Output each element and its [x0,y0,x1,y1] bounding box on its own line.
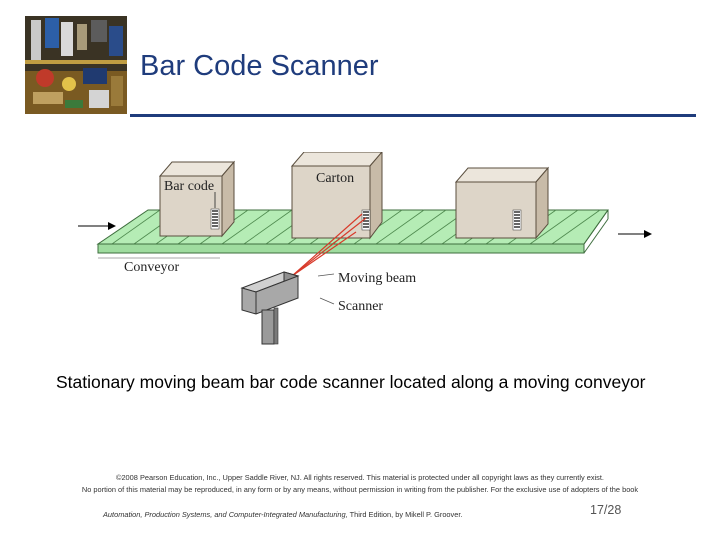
book-reference: Automation, Production Systems, and Comp… [103,510,462,519]
carton-2 [290,152,383,240]
copyright-line-2: No portion of this material may be repro… [81,485,639,494]
moving-beam-label: Moving beam [338,271,416,286]
flow-direction-arrows [78,222,652,238]
barcode-label-1 [210,208,220,230]
page-number: 17/28 [590,503,622,517]
book-edition: Third Edition, by Mikell P. Groover. [347,510,463,519]
scanner-diagram: Bar code Carton [78,152,652,345]
copyright-line-1: ©2008 Pearson Education, Inc., Upper Sad… [116,473,604,482]
barcode-label-2 [361,209,371,231]
bar-code-label: Bar code [164,179,214,194]
conveyor-edge [97,243,585,254]
copyright-notice: ©2008 Pearson Education, Inc., Upper Sad… [10,472,710,496]
barcode-label-3 [512,209,522,231]
moving-beam [291,213,367,277]
scanner-label: Scanner [338,299,383,314]
conveyor-label: Conveyor [124,260,180,275]
electronics-photo [25,16,127,114]
carton-1 [158,160,236,238]
title-divider [130,114,696,117]
slide-caption: Stationary moving beam bar code scanner … [56,372,646,392]
book-title: Automation, Production Systems, and Comp… [103,510,348,519]
scanner-device [240,271,300,345]
carton-3 [454,166,550,240]
carton-label: Carton [316,171,354,186]
slide-title: Bar Code Scanner [140,50,379,82]
